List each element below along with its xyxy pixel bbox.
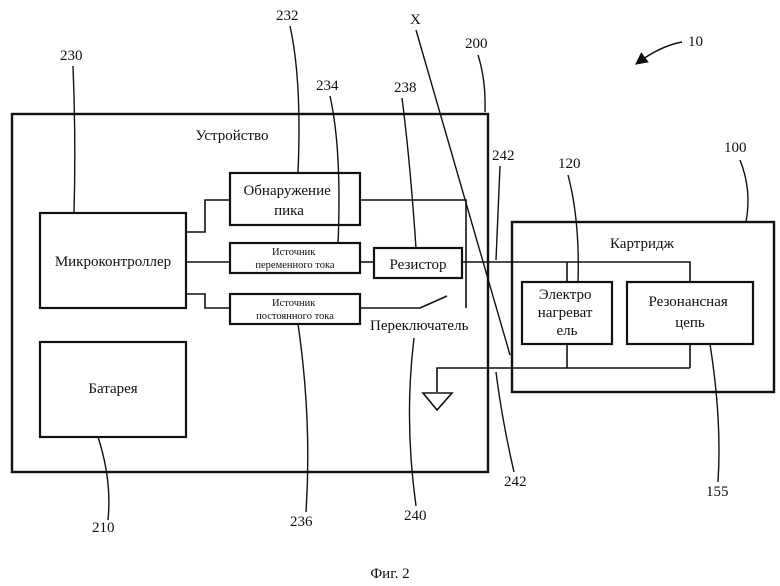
- heater-line-3: ель: [557, 323, 578, 339]
- ref-210: 210: [92, 520, 115, 536]
- ref-240-leader: [409, 338, 416, 506]
- device-label: Устройство: [196, 128, 269, 144]
- ref-200: 200: [465, 36, 488, 52]
- ref-155: 155: [706, 484, 729, 500]
- ref-232: 232: [276, 8, 299, 24]
- ref-236: 236: [290, 514, 313, 530]
- ref-232-leader: [290, 26, 299, 172]
- ref-240: 240: [404, 508, 427, 524]
- dc-source-line-2: постоянного тока: [256, 311, 334, 322]
- heater-line-2: нагреват: [538, 305, 593, 321]
- peak-detection-line-2: пика: [274, 203, 304, 219]
- ref-155-leader: [710, 344, 719, 482]
- heater-line-1: Электро: [539, 287, 592, 303]
- ref-x: X: [410, 12, 421, 28]
- ref-230: 230: [60, 48, 83, 64]
- peak-detection-line-1: Обнаружение: [243, 183, 331, 199]
- ref-242-top-leader: [496, 166, 500, 260]
- switch-blade: [420, 296, 447, 308]
- ref-100-leader: [740, 160, 748, 222]
- figure-caption: Фиг. 2: [370, 566, 409, 582]
- ref-100: 100: [724, 140, 747, 156]
- switch-label: Переключатель: [370, 318, 469, 334]
- resonant-line-2: цепь: [675, 315, 705, 331]
- ref-200-leader: [478, 55, 485, 112]
- ac-source-line-2: переменного тока: [255, 260, 335, 271]
- ref-234: 234: [316, 78, 339, 94]
- resonant-circuit-box: [627, 282, 753, 344]
- resonant-line-1: Резонансная: [648, 294, 727, 310]
- ac-source-line-1: Источник: [272, 247, 316, 258]
- ref-230-leader: [73, 66, 75, 213]
- wire-main-line: [462, 262, 690, 282]
- ref-238-leader: [402, 98, 416, 248]
- ref-120-leader: [568, 175, 578, 283]
- ref-10-arrow: [636, 42, 682, 64]
- ref-238: 238: [394, 80, 417, 96]
- ref-120: 120: [558, 156, 581, 172]
- ref-242-bottom: 242: [504, 474, 527, 490]
- resistor-label: Резистор: [390, 257, 447, 273]
- ref-236-leader: [298, 324, 308, 512]
- axis-x-line: [416, 30, 510, 355]
- dc-source-line-1: Источник: [272, 298, 316, 309]
- wire-ground-return: [437, 368, 690, 392]
- battery-label: Батарея: [88, 381, 137, 397]
- wire-mc-dc: [186, 294, 230, 308]
- ref-10: 10: [688, 34, 703, 50]
- ref-210-leader: [98, 437, 109, 520]
- wire-mc-peak: [186, 200, 230, 232]
- cartridge-label: Картридж: [610, 236, 675, 252]
- ref-242-top: 242: [492, 148, 515, 164]
- ground-symbol: [423, 393, 452, 410]
- microcontroller-label: Микроконтроллер: [55, 254, 171, 270]
